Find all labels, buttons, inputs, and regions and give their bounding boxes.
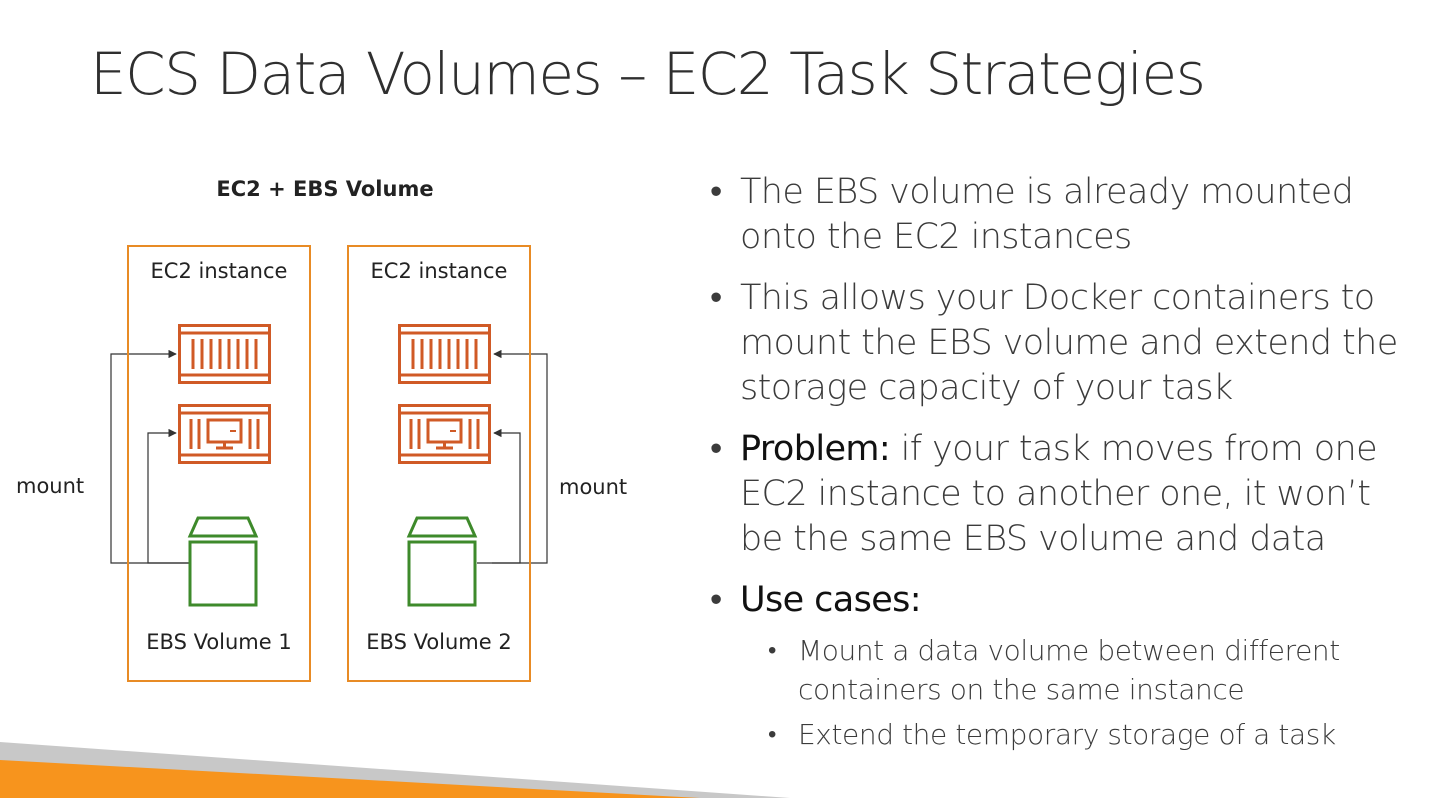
instance-label: EC2 instance	[370, 259, 508, 283]
bullet-item: Use cases:	[710, 578, 1410, 623]
ec2-instance-1: EC2 instance EBS Volume 1	[127, 245, 311, 682]
footer-swoosh	[0, 742, 790, 798]
container-icon	[398, 324, 491, 384]
mount-label-left: mount	[16, 474, 85, 498]
ec2-instance-2: EC2 instance EBS Volume 2	[347, 245, 531, 682]
slide-title: ECS Data Volumes – EC2 Task Strategies	[90, 40, 1206, 108]
bullet-item: Problem: if your task moves from one EC2…	[710, 427, 1410, 562]
container-task-icon	[398, 404, 491, 464]
right-mount-arrow-inner	[492, 428, 521, 564]
bullet-text: This allows your Docker containers to mo…	[740, 278, 1398, 408]
bullet-list: The EBS volume is already mounted onto t…	[710, 170, 1410, 760]
bullet-item: This allows your Docker containers to mo…	[710, 276, 1410, 411]
sub-bullet-list: Mount a data volume between different co…	[710, 631, 1410, 754]
left-mount-arrow-inner	[147, 428, 189, 564]
instance-label: EC2 instance	[150, 259, 288, 283]
diagram-heading: EC2 + EBS Volume	[216, 177, 434, 201]
bullet-item: The EBS volume is already mounted onto t…	[710, 170, 1410, 260]
sub-bullet-item: Extend the temporary storage of a task	[768, 715, 1410, 754]
container-icon	[178, 324, 271, 384]
volume-label: EBS Volume 1	[146, 630, 292, 654]
bullet-text: The EBS volume is already mounted onto t…	[740, 172, 1354, 257]
mount-arrows	[110, 349, 548, 564]
bullet-strong: Use cases:	[740, 580, 922, 620]
bullet-text: if your task moves from one EC2 instance…	[740, 429, 1378, 559]
container-task-icon	[178, 404, 271, 464]
sub-bullet-item: Mount a data volume between different co…	[768, 631, 1410, 709]
mount-label-right: mount	[559, 475, 628, 499]
volume-label: EBS Volume 2	[366, 630, 512, 654]
bullet-strong: Problem:	[740, 429, 891, 469]
ebs-volume-icon	[187, 516, 259, 607]
ebs-volume-icon	[406, 516, 478, 607]
